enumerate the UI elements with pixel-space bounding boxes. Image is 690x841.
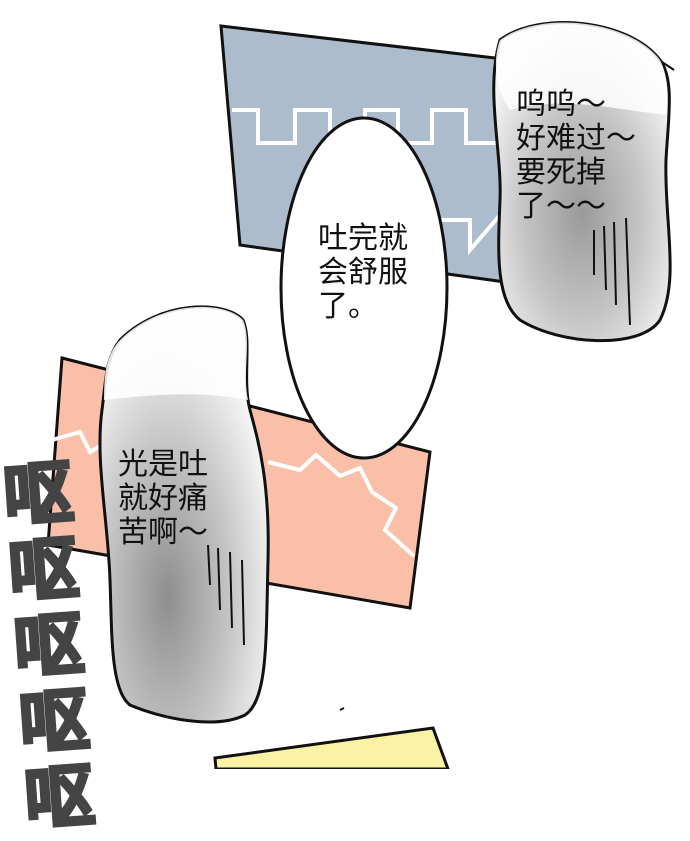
middle-oval-bubble-text: 吐完就 会舒服 了。	[318, 221, 408, 324]
left-bubble-text: 光是吐 就好痛 苦啊～	[118, 447, 208, 550]
left-bubble-streaks	[207, 544, 245, 646]
yellow-panel	[213, 726, 450, 769]
manga-panel-art	[46, 21, 675, 769]
pink-panel-pattern-left	[51, 429, 102, 455]
middle-oval-bubble-shape	[279, 116, 449, 460]
top-right-bubble-text: 呜呜～ 好难过～ 要死掉 了～～	[516, 87, 636, 224]
top-right-bubble-streaks	[593, 217, 631, 326]
blue-panel-pattern-lower	[440, 213, 502, 256]
pink-panel-pattern	[267, 452, 416, 558]
